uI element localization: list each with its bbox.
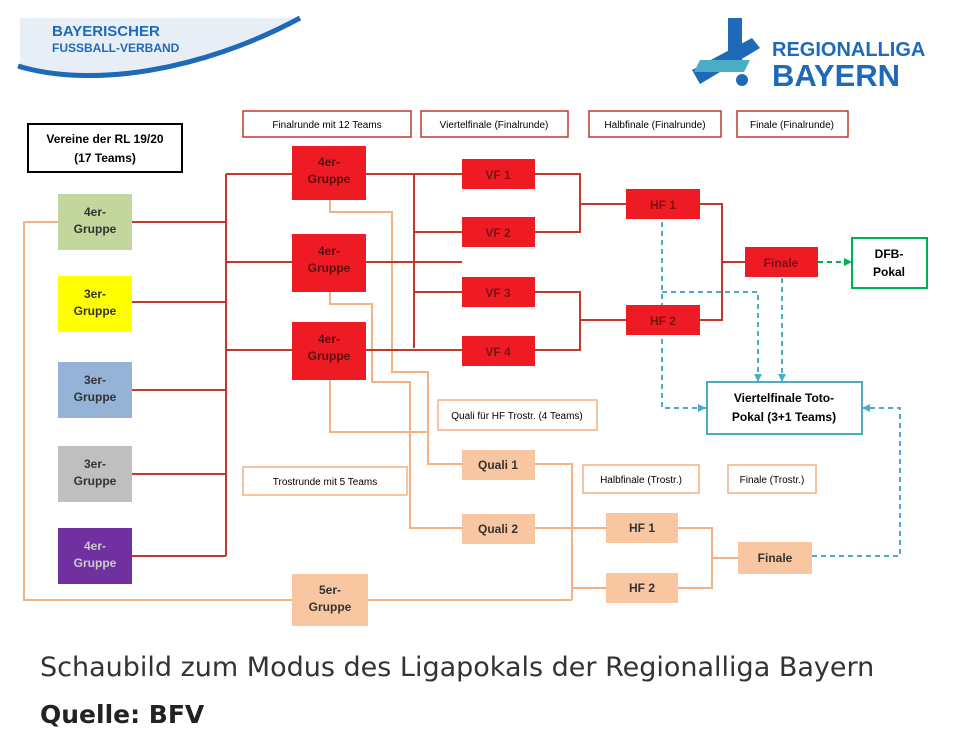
arrow-toto-left [698, 404, 706, 412]
group-line1: 3er- [84, 287, 106, 301]
vf3-label: VF 3 [485, 286, 511, 300]
halbfinale-label-box [588, 110, 722, 138]
hf1-label: HF 1 [650, 198, 676, 212]
vf2-label: VF 2 [485, 226, 511, 240]
cyan-dashed-connectors [661, 222, 901, 557]
finale-box [745, 247, 818, 277]
final-group-box: 4er- Gruppe [292, 146, 366, 200]
figure-caption: Schaubild zum Modus des Ligapokals der R… [40, 652, 875, 683]
final-group-line1: 4er- [318, 332, 340, 346]
trost-hf1-label: HF 1 [629, 521, 655, 535]
trostrunde-label-box [242, 466, 408, 496]
quarterfinal-boxes: VF 1 VF 2 VF 3 VF 4 [462, 159, 535, 366]
final-group-line1: 4er- [318, 244, 340, 258]
orange-connectors [23, 196, 738, 601]
trostrunde-boxes: Quali 1 Quali 2 HF 1 HF 2 Finale 5er- Gr… [292, 450, 812, 626]
viertelfinale-label-box [420, 110, 569, 138]
halbfinale-tr-label: Halbfinale (Trostr.) [600, 475, 682, 486]
final-round-groups: 4er- Gruppe 4er- Gruppe 4er- Gruppe [292, 146, 366, 380]
group-line1: 4er- [84, 205, 106, 219]
toto-line1: Viertelfinale Toto- [734, 391, 834, 405]
vf4-label: VF 4 [485, 345, 511, 359]
bfv-name-line2: FUSSBALL-VERBAND [52, 41, 180, 55]
quali-hf-label: Quali für HF Trostr. (4 Teams) [451, 411, 583, 422]
group-line2: Gruppe [74, 304, 117, 318]
dfb-pokal-box [851, 237, 928, 289]
quali2-label: Quali 2 [478, 522, 518, 536]
arrow-toto-top-2 [778, 374, 786, 382]
finalrunde-label: Finalrunde mit 12 Teams [272, 120, 381, 131]
quali1-label: Quali 1 [478, 458, 518, 472]
toto-line2: Pokal (3+1 Teams) [732, 410, 836, 424]
gruppe5-line2: Gruppe [309, 600, 352, 614]
bfv-name-line1: BAYERISCHER [52, 23, 160, 40]
vereine-line2: (17 Teams) [74, 151, 136, 165]
bfv-logo: BAYERISCHER FUSSBALL-VERBAND [17, 15, 302, 79]
vereine-box [27, 123, 183, 173]
dfb-line2: Pokal [873, 265, 905, 279]
stage-headers: Vereine der RL 19/20 (17 Teams) Finalrun… [27, 110, 849, 496]
final-group-line2: Gruppe [308, 349, 351, 363]
group-box: 3er- Gruppe [58, 446, 132, 502]
group-line2: Gruppe [74, 390, 117, 404]
finalrunde-label-box [242, 110, 412, 138]
dfb-line1: DFB- [875, 247, 904, 261]
halbfinale-tr-label-box [582, 464, 700, 494]
finale-label: Finale (Finalrunde) [750, 120, 834, 131]
initial-groups: 4er- Gruppe 3er- Gruppe 3er- Gruppe 3er-… [58, 194, 132, 584]
hf2-label: HF 2 [650, 314, 676, 328]
rl-logo-line2: BAYERN [772, 58, 900, 93]
group-line1: 4er- [84, 539, 106, 553]
semifinal-boxes: HF 1 HF 2 [626, 189, 700, 335]
final-group-box: 4er- Gruppe [292, 322, 366, 380]
rl-logo-line1: REGIONALLIGA [772, 39, 925, 61]
trost-hf2-label: HF 2 [629, 581, 655, 595]
trostrunde-label: Trostrunde mit 5 Teams [273, 477, 377, 488]
finale-text: Finale [764, 256, 799, 270]
arrow-toto-top-1 [754, 374, 762, 382]
group-line2: Gruppe [74, 474, 117, 488]
finale-label-box [736, 110, 849, 138]
halbfinale-label: Halbfinale (Finalrunde) [604, 120, 705, 131]
final-group-box: 4er- Gruppe [292, 234, 366, 292]
group-line1: 3er- [84, 457, 106, 471]
group-box: 3er- Gruppe [58, 362, 132, 418]
final-group-line1: 4er- [318, 155, 340, 169]
finale-tr-label: Finale (Trostr.) [740, 475, 805, 486]
group-line1: 3er- [84, 373, 106, 387]
final-group-line2: Gruppe [308, 172, 351, 186]
regionalliga-logo: REGIONALLIGA BAYERN [692, 18, 925, 93]
vereine-line1: Vereine der RL 19/20 [46, 132, 164, 146]
group-box: 3er- Gruppe [58, 276, 132, 332]
group-line2: Gruppe [74, 222, 117, 236]
figure-source: Quelle: BFV [40, 700, 205, 729]
arrow-dfb [844, 258, 852, 266]
trost-finale-label: Finale [758, 551, 793, 565]
gruppe5-line1: 5er- [319, 583, 341, 597]
group-line2: Gruppe [74, 556, 117, 570]
vf1-label: VF 1 [485, 168, 511, 182]
group-box: 4er- Gruppe [58, 528, 132, 584]
group-box: 4er- Gruppe [58, 194, 132, 250]
red-connectors [132, 173, 745, 557]
toto-pokal-box [706, 381, 863, 435]
viertelfinale-label: Viertelfinale (Finalrunde) [440, 120, 549, 131]
quali-hf-label-box [437, 399, 598, 431]
final-group-line2: Gruppe [308, 261, 351, 275]
finale-tr-label-box [727, 464, 817, 494]
arrow-toto-right [862, 404, 870, 412]
